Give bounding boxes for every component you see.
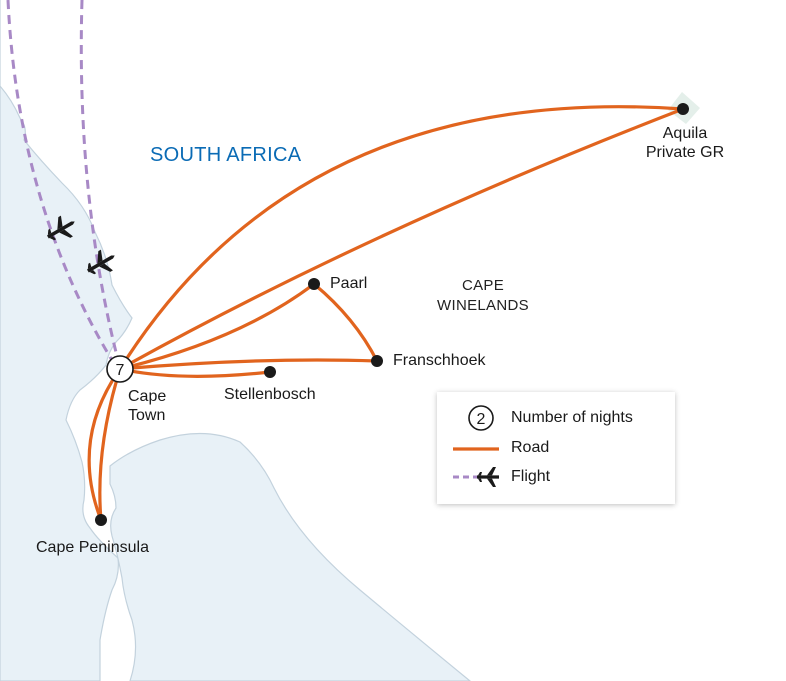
nights-badge-circle (106, 355, 134, 383)
marker-aquila (677, 103, 689, 115)
sea-false-bay (109, 432, 471, 681)
road-capetown-stellenbosch (118, 367, 272, 378)
plane-icon (46, 215, 75, 241)
place-label-paarl: Paarl (330, 275, 368, 292)
road-capetown-aquila-1 (118, 105, 685, 371)
marker-cape-peninsula (95, 514, 107, 526)
place-label-line: Aquila (662, 125, 708, 142)
place-label-stellenbosch: Stellenbosch (224, 386, 316, 403)
road-capetown-peninsula-2 (98, 367, 122, 522)
road-capetown-paarl (118, 282, 316, 371)
country-label: SOUTH AFRICA (150, 144, 302, 166)
legend-nights-sample: 2 (477, 411, 486, 428)
place-label-aquila: Aquila Private GR (640, 124, 730, 162)
legend-flight-label: Flight (511, 468, 551, 485)
plane-icon (86, 249, 115, 275)
road-paarl-franschhoek (312, 282, 379, 363)
region-label-line: CAPE (461, 277, 505, 294)
nights-badge-value: 7 (116, 362, 125, 379)
legend-row-road: Road (437, 435, 675, 461)
nights-sample-icon: 2 (468, 405, 494, 431)
sea-west (0, 0, 133, 681)
map-legend: 2 Number of nights Road Flight (437, 392, 675, 504)
place-label-line: Cape (128, 388, 167, 405)
place-label-cape-town: Cape Town (128, 387, 166, 425)
flight-route-1 (6, 0, 120, 371)
marker-stellenbosch (264, 366, 276, 378)
legend-road-label: Road (511, 439, 550, 456)
region-label: CAPE WINELANDS (425, 276, 541, 316)
marker-paarl (308, 278, 320, 290)
region-label-line: WINELANDS (437, 297, 529, 314)
place-label-line: Town (128, 407, 166, 424)
marker-franschhoek (371, 355, 383, 367)
road-routes (87, 105, 685, 522)
road-capetown-franschhoek (118, 358, 379, 371)
road-capetown-peninsula-1 (87, 367, 122, 522)
place-label-franschhoek: Franschhoek (393, 352, 486, 369)
legend-row-nights: 2 Number of nights (437, 405, 675, 431)
legend-nights-label: Number of nights (511, 409, 633, 426)
place-label-cape-peninsula: Cape Peninsula (36, 539, 149, 556)
flight-line-icon (453, 467, 499, 487)
flight-routes (6, 0, 122, 371)
road-line-icon (453, 447, 499, 451)
place-label-line: Private GR (645, 144, 725, 161)
legend-row-flight: Flight (437, 464, 675, 490)
road-capetown-aquila-2 (118, 107, 685, 371)
flight-route-2 (79, 0, 122, 369)
plane-icon (477, 467, 499, 487)
